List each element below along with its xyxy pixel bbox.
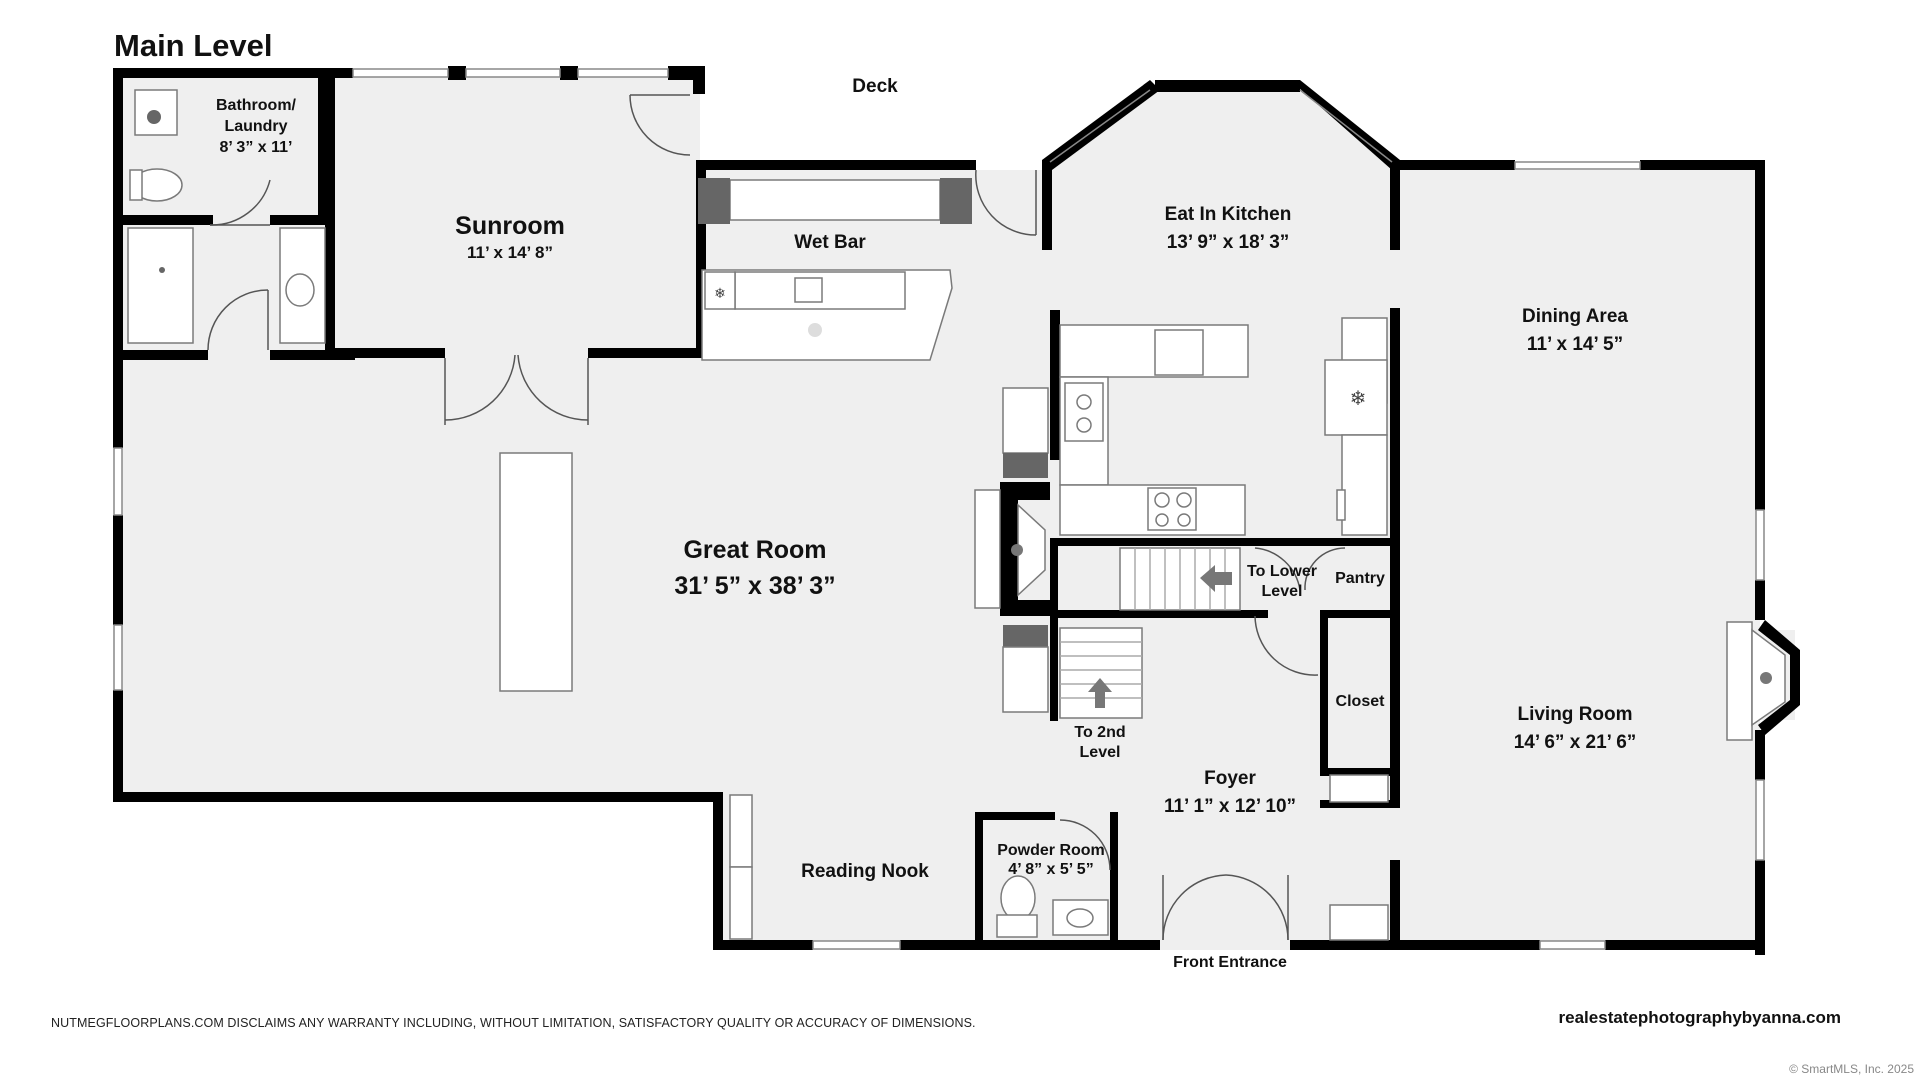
sunroom-name: Sunroom — [455, 212, 565, 240]
foyer-name: Foyer — [1204, 768, 1256, 789]
powder-room-name: Powder Room — [997, 842, 1105, 859]
plan-title: Main Level — [114, 28, 273, 63]
dining-dims: 11’ x 14’ 5” — [1527, 334, 1623, 355]
living-dims: 14’ 6” x 21’ 6” — [1514, 732, 1637, 753]
reading-nook-name: Reading Nook — [801, 861, 929, 882]
bathroom-name-line1: Bathroom/ — [216, 97, 297, 114]
stairs-up-line2: Level — [1080, 744, 1121, 761]
copyright-text: © SmartMLS, Inc. 2025 — [1789, 1062, 1914, 1076]
great-room-dims: 31’ 5” x 38’ 3” — [674, 572, 835, 600]
windows — [113, 68, 1765, 950]
disclaimer-text: NUTMEGFLOORPLANS.COM DISCLAIMS ANY WARRA… — [51, 1016, 976, 1030]
sunroom-dims: 11’ x 14’ 8” — [467, 243, 553, 262]
kitchen-name: Eat In Kitchen — [1165, 204, 1292, 225]
pantry-name: Pantry — [1335, 570, 1385, 587]
island — [499, 452, 573, 692]
shower — [127, 227, 194, 344]
living-name: Living Room — [1517, 704, 1632, 725]
powder-room-dims: 4’ 8” x 5’ 5” — [1008, 861, 1093, 878]
bathroom-name-line2: Laundry — [224, 118, 287, 135]
website-text: realestatephotographybyanna.com — [1558, 1008, 1841, 1027]
stairs-up-line1: To 2nd — [1074, 724, 1125, 741]
deck-label: Deck — [852, 76, 898, 97]
closet-name: Closet — [1336, 693, 1386, 710]
kitchen-dims: 13’ 9” x 18’ 3” — [1167, 232, 1290, 253]
wet-bar-name: Wet Bar — [794, 232, 866, 253]
svg-text:❄: ❄ — [1350, 388, 1367, 410]
foyer-dims: 11’ 1” x 12’ 10” — [1164, 796, 1296, 817]
bathroom-dims: 8’ 3” x 11’ — [220, 139, 293, 156]
stairs-down-line1: To Lower — [1247, 563, 1317, 580]
great-room-name: Great Room — [683, 536, 826, 564]
svg-text:❄: ❄ — [714, 285, 726, 301]
front-entrance-label: Front Entrance — [1173, 954, 1287, 971]
doors — [207, 94, 1346, 941]
dining-name: Dining Area — [1522, 306, 1628, 327]
fixtures: ❄ ❄ — [127, 89, 1786, 941]
stairs-down-line2: Level — [1262, 583, 1303, 600]
